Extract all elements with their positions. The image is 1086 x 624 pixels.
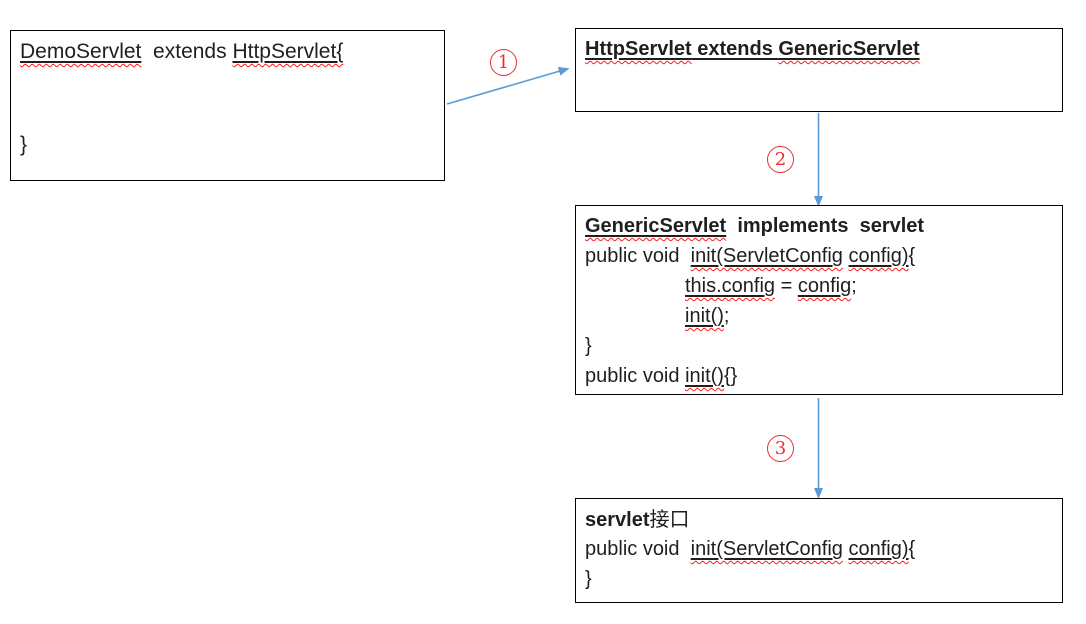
- spellcheck-wavy-underline: HttpServlet: [585, 38, 692, 60]
- code-segment: }: [585, 568, 592, 590]
- code-segment: public void: [585, 365, 686, 387]
- code-segment: public void: [585, 245, 691, 267]
- code-segment: config): [848, 245, 908, 267]
- code-line: [20, 67, 435, 98]
- step-badge-3: 3: [767, 435, 794, 462]
- spellcheck-wavy-underline: GenericServlet: [778, 38, 920, 60]
- code-line: this.config = config;: [585, 271, 1053, 301]
- step-badge-1: 1: [490, 49, 517, 76]
- class-box-demo-servlet: DemoServlet extends HttpServlet{ }: [10, 30, 445, 181]
- spellcheck-wavy-underline: config): [848, 245, 909, 267]
- spellcheck-wavy-underline: config): [848, 538, 909, 560]
- step-number: 2: [774, 148, 787, 170]
- code-segment: init(): [685, 365, 724, 387]
- code-line: DemoServlet extends HttpServlet{: [20, 36, 435, 67]
- code-segment: public void: [585, 538, 691, 560]
- code-line: public void init(){}: [585, 361, 1053, 391]
- step-badge-2: 2: [767, 146, 794, 173]
- code-line: }: [585, 564, 1053, 594]
- code-segment: this.config: [685, 275, 775, 297]
- code-segment: }: [20, 133, 28, 156]
- spellcheck-wavy-underline: DemoServlet: [20, 40, 142, 63]
- spellcheck-wavy-underline: this.config: [685, 275, 776, 297]
- code-segment: init(ServletConfig: [691, 245, 843, 267]
- code-line: }: [585, 331, 1053, 361]
- spellcheck-wavy-underline: init(): [685, 305, 724, 327]
- code-segment: config): [848, 538, 908, 560]
- code-segment: =: [775, 275, 798, 297]
- code-line: public void init(ServletConfig config){: [585, 241, 1053, 271]
- code-line: GenericServlet implements servlet: [585, 211, 1053, 241]
- code-segment: ;: [851, 275, 857, 297]
- code-segment: init(): [685, 305, 724, 327]
- code-segment: {}: [723, 365, 738, 387]
- code-segment: ;: [723, 305, 730, 327]
- code-segment: config: [798, 275, 851, 297]
- code-line: public void init(ServletConfig config){: [585, 534, 1053, 564]
- code-segment: {: [908, 245, 916, 267]
- step-number: 3: [774, 437, 787, 459]
- code-segment: extends: [141, 40, 233, 63]
- code-line: }: [20, 129, 435, 160]
- code-segment: HttpServlet: [585, 38, 692, 60]
- code-line: init();: [585, 301, 1053, 331]
- spellcheck-wavy-underline: init(ServletConfig: [690, 245, 843, 267]
- spellcheck-wavy-underline: HttpServlet{: [232, 40, 344, 63]
- code-segment: HttpServlet{: [232, 40, 343, 63]
- code-segment: servlet: [585, 509, 650, 531]
- code-segment: GenericServlet: [778, 38, 919, 60]
- spellcheck-wavy-underline: GenericServlet: [585, 215, 727, 237]
- code-segment: }: [585, 335, 592, 357]
- code-segment: init(ServletConfig: [691, 538, 843, 560]
- spellcheck-wavy-underline: config: [797, 275, 852, 297]
- spellcheck-wavy-underline: init(ServletConfig: [690, 538, 843, 560]
- code-segment: DemoServlet: [20, 40, 141, 63]
- code-line: servlet接口: [585, 504, 1053, 534]
- code-segment: implements servlet: [726, 215, 925, 237]
- code-line: [20, 98, 435, 129]
- code-line: HttpServlet extends GenericServlet: [585, 34, 1053, 64]
- code-segment: GenericServlet: [585, 215, 726, 237]
- step-number: 1: [497, 51, 510, 73]
- code-segment: {: [908, 538, 916, 560]
- spellcheck-wavy-underline: init(): [685, 365, 724, 387]
- code-segment: 接口: [649, 507, 690, 531]
- class-box-http-servlet: HttpServlet extends GenericServlet: [575, 28, 1063, 112]
- code-segment: extends: [691, 38, 779, 60]
